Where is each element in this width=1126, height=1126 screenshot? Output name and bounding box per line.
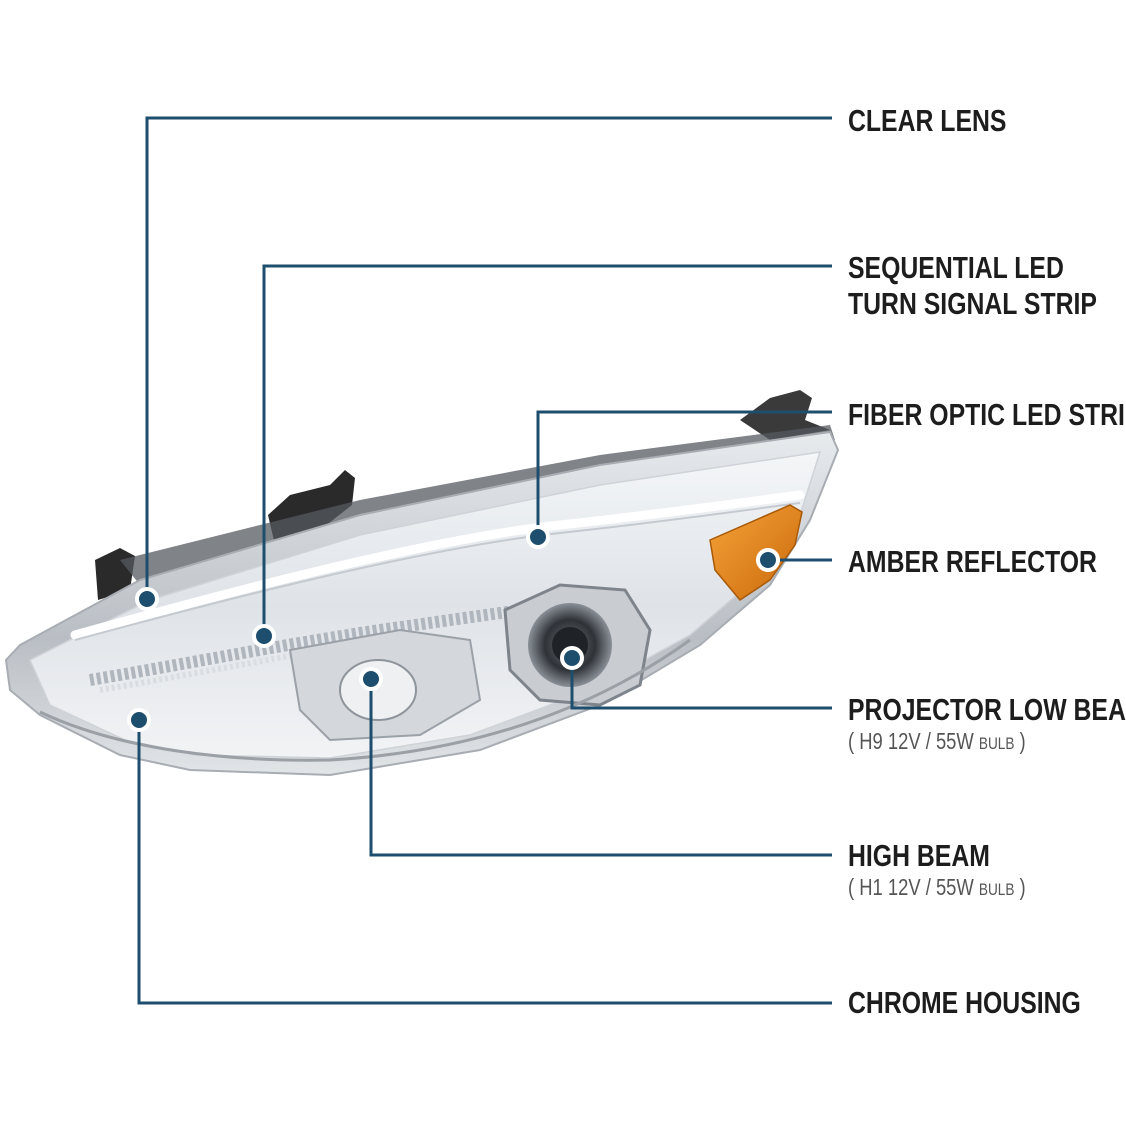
leader-high-beam [369, 679, 832, 857]
leader-lines [137, 116, 832, 1005]
dot-fiber-optic [526, 525, 550, 549]
label-sequential-line1: SEQUENTIAL LED [848, 250, 1064, 285]
label-amber-reflector-text: AMBER REFLECTOR [848, 544, 1097, 579]
high-spec-suffix: ) [1014, 874, 1026, 900]
high-spec-prefix: ( H1 12V / 55W [848, 874, 979, 900]
dot-projector [560, 646, 584, 670]
label-high-beam-text: HIGH BEAM [848, 838, 990, 873]
label-amber-reflector: AMBER REFLECTOR [848, 544, 1097, 580]
amber-reflector-lens [709, 504, 803, 601]
label-fiber-optic: FIBER OPTIC LED STRIP [848, 397, 1126, 433]
leader-chrome [137, 720, 832, 1005]
label-high-beam-spec: ( H1 12V / 55W BULB ) [848, 874, 1026, 903]
label-fiber-optic-text: FIBER OPTIC LED STRIP [848, 397, 1126, 432]
dot-amber [756, 548, 780, 572]
headlight-illustration [4, 390, 840, 777]
label-clear-lens-text: CLEAR LENS [848, 103, 1007, 138]
label-chrome-housing-text: CHROME HOUSING [848, 985, 1081, 1020]
dot-clear-lens [135, 587, 159, 611]
label-projector-spec: ( H9 12V / 55W BULB ) [848, 728, 1126, 757]
dot-sequential [252, 624, 276, 648]
label-projector-low-beam: PROJECTOR LOW BEAM ( H9 12V / 55W BULB ) [848, 692, 1126, 757]
projector-spec-prefix: ( H9 12V / 55W [848, 728, 979, 754]
label-clear-lens: CLEAR LENS [848, 103, 1006, 139]
mounting-clip-right [740, 390, 830, 440]
leader-projector [570, 658, 832, 710]
leader-sequential [262, 264, 832, 636]
label-high-beam: HIGH BEAM ( H1 12V / 55W BULB ) [848, 838, 1026, 903]
leader-fiber-optic [536, 410, 832, 537]
label-sequential-led: SEQUENTIAL LED TURN SIGNAL STRIP [848, 250, 1097, 322]
fiber-optic-strip [70, 490, 805, 640]
projector-spec-bulb: BULB [978, 734, 1015, 753]
projector-spec-suffix: ) [1014, 728, 1026, 754]
dot-chrome [127, 708, 151, 732]
label-sequential-line2: TURN SIGNAL STRIP [848, 286, 1097, 321]
callout-dots [127, 525, 780, 732]
dot-high-beam [359, 667, 383, 691]
label-projector-text: PROJECTOR LOW BEAM [848, 692, 1126, 727]
label-chrome-housing: CHROME HOUSING [848, 985, 1081, 1021]
high-spec-bulb: BULB [978, 880, 1015, 899]
leader-clear-lens [145, 116, 832, 599]
